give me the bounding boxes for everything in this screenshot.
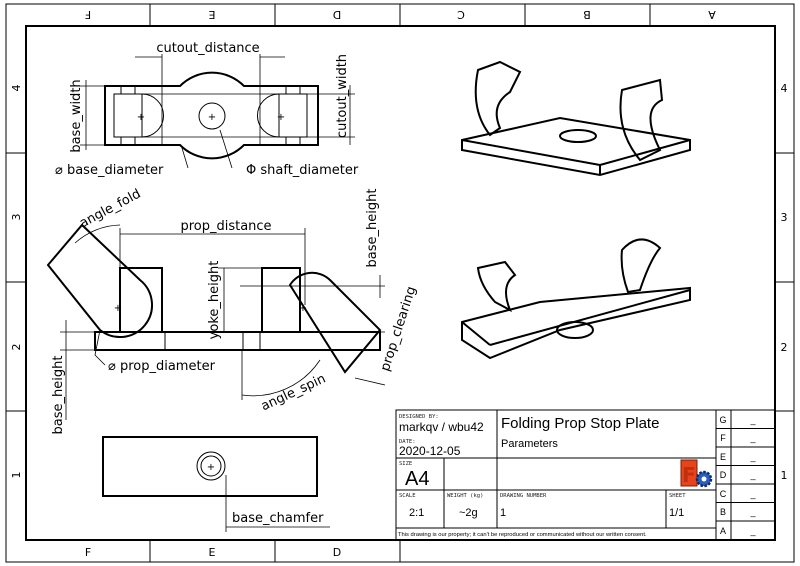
svg-text:+: + [208,112,216,123]
svg-text:+: + [114,303,122,314]
scale-label: SCALE [399,493,416,499]
revision-letter: F [720,433,726,443]
svg-text:+: + [207,462,215,473]
date-label: DATE: [399,439,416,445]
zone-row-label: 2 [10,344,23,351]
drawing-subtitle: Parameters [501,438,558,450]
date-value: 2020-12-05 [399,444,461,458]
title-block: DESIGNED BY: markqv / wbu42 DATE: 2020-1… [370,409,776,541]
front-view: + + angle_fold prop_distance base_height… [46,187,420,435]
zone-col-label: A [708,8,716,21]
isometric-view-lower [461,238,691,360]
zone-row-label: 1 [10,472,23,479]
drawing-number-label: DRAWING NUMBER [500,493,547,499]
zone-col-label: F [85,546,91,559]
zone-col-label: E [208,8,215,21]
revision-table: G _ F _ E _ D _ C _ B _ A _ [719,415,756,536]
svg-text:+: + [277,112,285,123]
base-height-right-label: base_height [365,189,380,268]
freecad-logo-icon: F [680,459,713,488]
zone-row-label: 1 [781,469,788,482]
weight-value: ~2g [459,507,478,519]
revision-value: _ [749,507,756,517]
revision-value: _ [749,526,756,536]
size-value: A4 [405,468,429,490]
sheet-label: SHEET [669,493,686,499]
zone-col-label: F [85,8,91,21]
zone-row-label: 4 [781,82,788,95]
revision-value: _ [749,415,756,425]
cutout-distance-label: cutout_distance [156,41,259,56]
drawing-title: Folding Prop Stop Plate [501,415,659,432]
disclaimer: This drawing is our property; it can't b… [398,532,647,538]
revision-letter: A [720,526,726,536]
top-view: + + + cutout_distance base_width cutout_… [55,41,359,178]
sheet-frame [5,3,795,563]
revision-letter: G [719,415,726,425]
svg-text:+: + [299,303,307,314]
scale-value: 2:1 [409,507,424,519]
drawing-number-value: 1 [500,507,506,519]
zone-col-label: D [333,546,341,559]
revision-letter: C [720,489,727,499]
zone-labels: F E D C B A F E D 4 3 2 1 4 3 2 1 [10,8,788,559]
zone-row-label: 3 [10,214,23,221]
cutout-width-label: cutout_width [335,54,350,138]
base-chamfer-label: base_chamfer [232,511,324,526]
angle-spin-label: angle_spin [259,371,328,414]
bottom-view: + base_chamfer [102,436,330,532]
svg-text:+: + [137,112,145,123]
zone-row-label: 2 [781,341,788,354]
base-diameter-label: ⌀ base_diameter [55,163,164,178]
designed-by-value: markqv / wbu42 [399,420,484,434]
weight-label: WEIGHT (kg) [447,493,483,499]
zone-row-label: 4 [10,85,23,92]
prop-diameter-label: ⌀ prop_diameter [108,359,216,374]
revision-letter: E [720,452,726,462]
revision-value: _ [749,489,756,499]
shaft-diameter-label: Φ shaft_diameter [246,163,359,178]
zone-col-label: D [333,8,341,21]
zone-col-label: B [583,8,591,21]
designed-by-label: DESIGNED BY: [399,414,439,420]
revision-letter: B [720,507,726,517]
sheet-value: 1/1 [669,507,684,519]
svg-text:F: F [682,463,696,487]
revision-value: _ [749,433,756,443]
prop-clearing-label: prop_clearing [378,285,420,374]
zone-col-label: E [209,546,216,559]
angle-fold-label: angle_fold [77,187,143,232]
prop-distance-label: prop_distance [180,219,271,234]
yoke-height-label: yoke_height [207,261,222,340]
zone-row-label: 3 [781,211,788,224]
revision-letter: D [720,470,727,480]
size-label: SIZE [399,461,412,467]
base-width-label: base_width [69,79,84,152]
zone-col-label: C [457,8,465,21]
revision-value: _ [749,452,756,462]
revision-value: _ [749,470,756,480]
isometric-view-upper [461,60,691,177]
base-height-left-label: base_height [51,356,66,435]
